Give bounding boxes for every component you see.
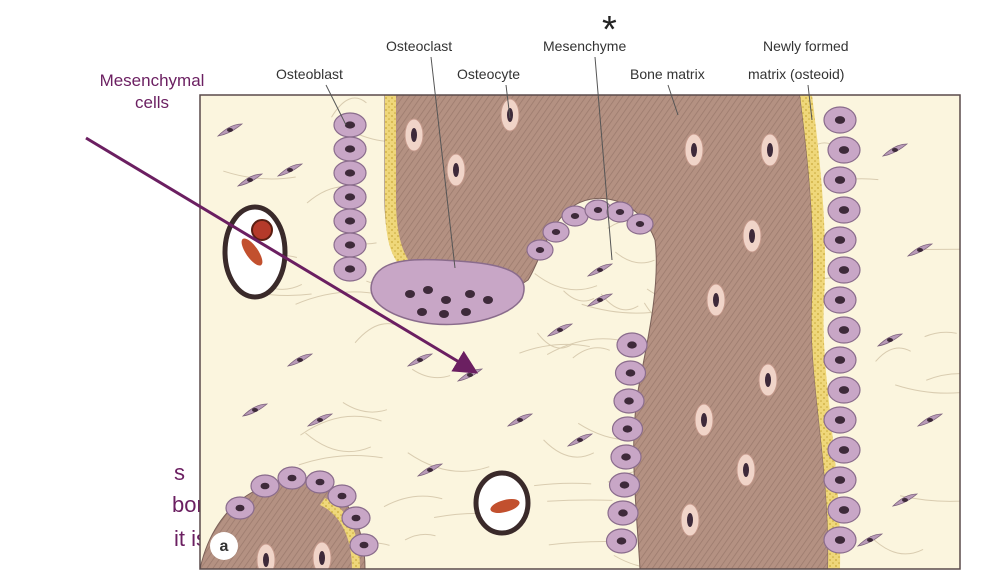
osteoblast-cell <box>608 501 638 525</box>
osteoblast-cell <box>334 185 366 209</box>
osteoblast-cell <box>610 473 640 497</box>
osteoclast-nucleus <box>441 296 451 304</box>
osteoblast-cell <box>828 437 860 463</box>
osteoclast-nucleus <box>465 290 475 298</box>
osteocyte-cell <box>695 404 713 436</box>
label-bone-matrix: Bone matrix <box>630 66 705 82</box>
osteoblast-cell <box>824 107 856 133</box>
osteoblast-cell <box>828 137 860 163</box>
osteoblast-cell <box>607 529 637 553</box>
osteoblast-cell <box>614 389 644 413</box>
osteoclast-nucleus <box>423 286 433 294</box>
label-newly-formed-line1: Newly formed <box>763 38 849 54</box>
osteocyte-cell <box>707 284 725 316</box>
osteoblast-cell <box>616 361 646 385</box>
osteoblast-cell <box>350 534 378 556</box>
osteoblast-cell <box>627 214 653 234</box>
osteoblast-cell <box>828 497 860 523</box>
osteoblast-cell <box>617 333 647 357</box>
osteoblast-cell <box>334 209 366 233</box>
osteoblast-cell <box>278 467 306 489</box>
osteoblast-cell <box>824 287 856 313</box>
osteoblast-cell <box>226 497 254 519</box>
osteoblast-cell <box>342 507 370 529</box>
osteoblast-cell <box>334 257 366 281</box>
osteocyte-cell <box>761 134 779 166</box>
osteocyte-cell <box>447 154 465 186</box>
label-newly-formed-line2: matrix (osteoid) <box>748 66 844 82</box>
osteocyte-cell <box>681 504 699 536</box>
osteoblast-cell <box>543 222 569 242</box>
osteoclast-nucleus <box>483 296 493 304</box>
osteocyte-cell <box>759 364 777 396</box>
osteoblast-cell <box>824 527 856 553</box>
osteoblast-cell <box>828 197 860 223</box>
osteoblast-cell <box>334 233 366 257</box>
osteoblast-cell <box>334 161 366 185</box>
red-blood-cell <box>252 220 272 240</box>
osteoblast-cell <box>328 485 356 507</box>
osteoblast-cell <box>613 417 643 441</box>
osteoblast-cell <box>611 445 641 469</box>
osteoblast-cell <box>251 475 279 497</box>
osteoblast-cell <box>562 206 588 226</box>
osteoclast-nucleus <box>461 308 471 316</box>
osteoblast-cell <box>824 227 856 253</box>
label-osteocyte: Osteocyte <box>457 66 520 82</box>
asterisk-mark: * <box>602 9 617 51</box>
osteocyte-cell <box>737 454 755 486</box>
osteoblast-cell <box>334 113 366 137</box>
osteoblast-cell <box>828 317 860 343</box>
osteocyte-cell <box>405 119 423 151</box>
osteoblast-cell <box>824 347 856 373</box>
osteoclast-nucleus <box>417 308 427 316</box>
osteocyte-cell <box>685 134 703 166</box>
panel-letter: a <box>220 538 229 555</box>
osteoblast-cell <box>828 257 860 283</box>
osteoblast-cell <box>824 407 856 433</box>
osteoblast-cell <box>527 240 553 260</box>
osteoblast-cell <box>334 137 366 161</box>
osteoclast-nucleus <box>439 310 449 318</box>
osteoblast-cell <box>824 467 856 493</box>
osteocyte-cell <box>743 220 761 252</box>
osteoblast-cell <box>828 377 860 403</box>
label-osteoclast: Osteoclast <box>386 38 452 54</box>
osteoblast-cell <box>824 167 856 193</box>
label-osteoblast: Osteoblast <box>276 66 343 82</box>
histology-panel <box>200 95 978 574</box>
osteoclast-nucleus <box>405 290 415 298</box>
